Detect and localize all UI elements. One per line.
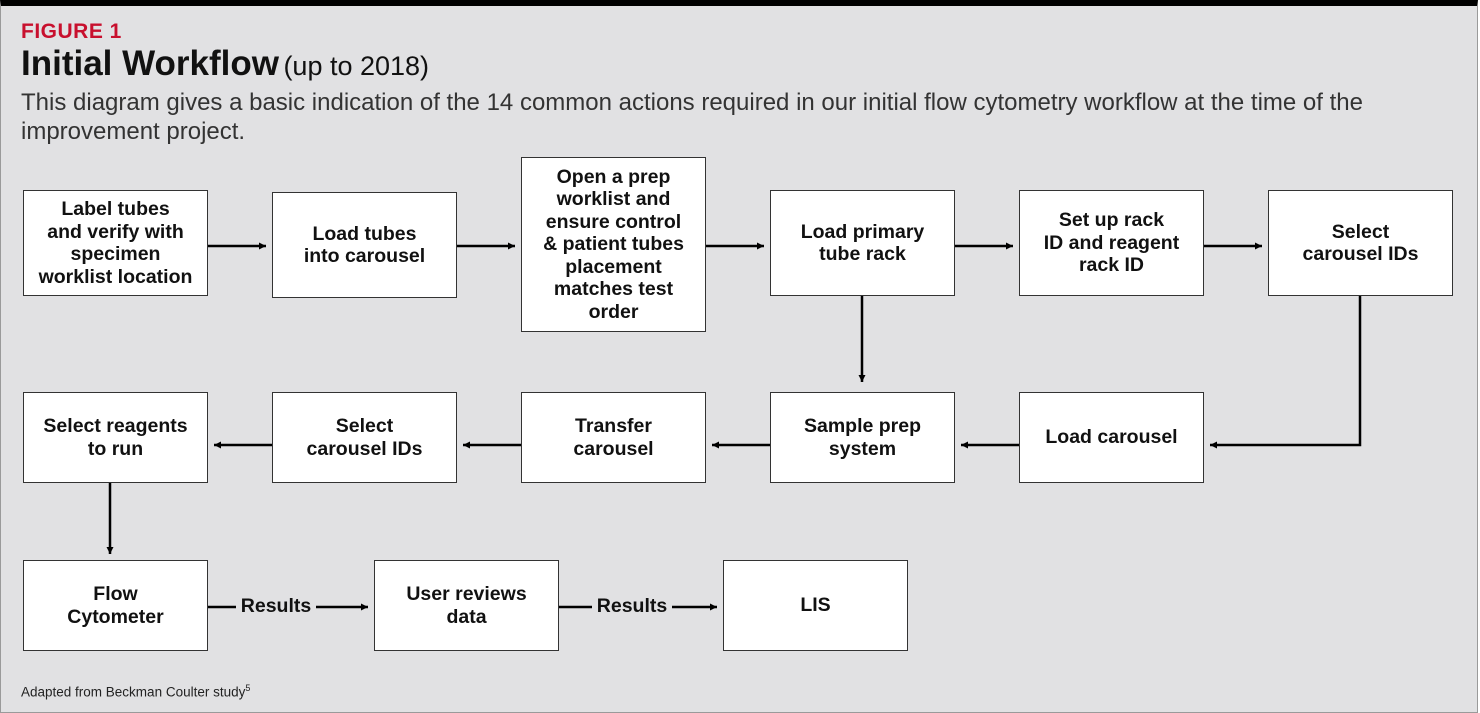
node-flow-cytometer: Flow Cytometer xyxy=(23,560,208,651)
node-label-tubes: Label tubes and verify with specimen wor… xyxy=(23,190,208,296)
source-text: Adapted from Beckman Coulter study xyxy=(21,684,246,700)
source-note: Adapted from Beckman Coulter study5 xyxy=(21,683,250,700)
node-load-primary: Load primary tube rack xyxy=(770,190,955,296)
figure-description: This diagram gives a basic indication of… xyxy=(21,89,1363,145)
edge-label-user-reviews-to-lis: Results xyxy=(592,595,672,618)
figure-title: Initial Workflow xyxy=(21,44,279,83)
figure-label: FIGURE 1 xyxy=(21,20,122,43)
node-sample-prep: Sample prep system xyxy=(770,392,955,483)
figure-title-block: Initial Workflow (up to 2018) xyxy=(21,44,429,84)
node-load-carousel: Load carousel xyxy=(1019,392,1204,483)
node-user-reviews: User reviews data xyxy=(374,560,559,651)
source-reference: 5 xyxy=(245,683,251,693)
figure-title-suffix: (up to 2018) xyxy=(283,51,430,81)
node-transfer-carousel: Transfer carousel xyxy=(521,392,706,483)
node-load-tubes: Load tubes into carousel xyxy=(272,192,457,298)
node-open-prep: Open a prep worklist and ensure control … xyxy=(521,157,706,332)
node-select-carousel-2: Select carousel IDs xyxy=(272,392,457,483)
arrow-select-carousel-1-to-load-carousel xyxy=(1210,296,1362,449)
node-select-carousel-1: Select carousel IDs xyxy=(1268,190,1453,296)
node-set-up-rack: Set up rack ID and reagent rack ID xyxy=(1019,190,1204,296)
edge-label-flow-cytometer-to-user-reviews: Results xyxy=(236,595,316,618)
node-select-reagents: Select reagents to run xyxy=(23,392,208,483)
node-lis: LIS xyxy=(723,560,908,651)
